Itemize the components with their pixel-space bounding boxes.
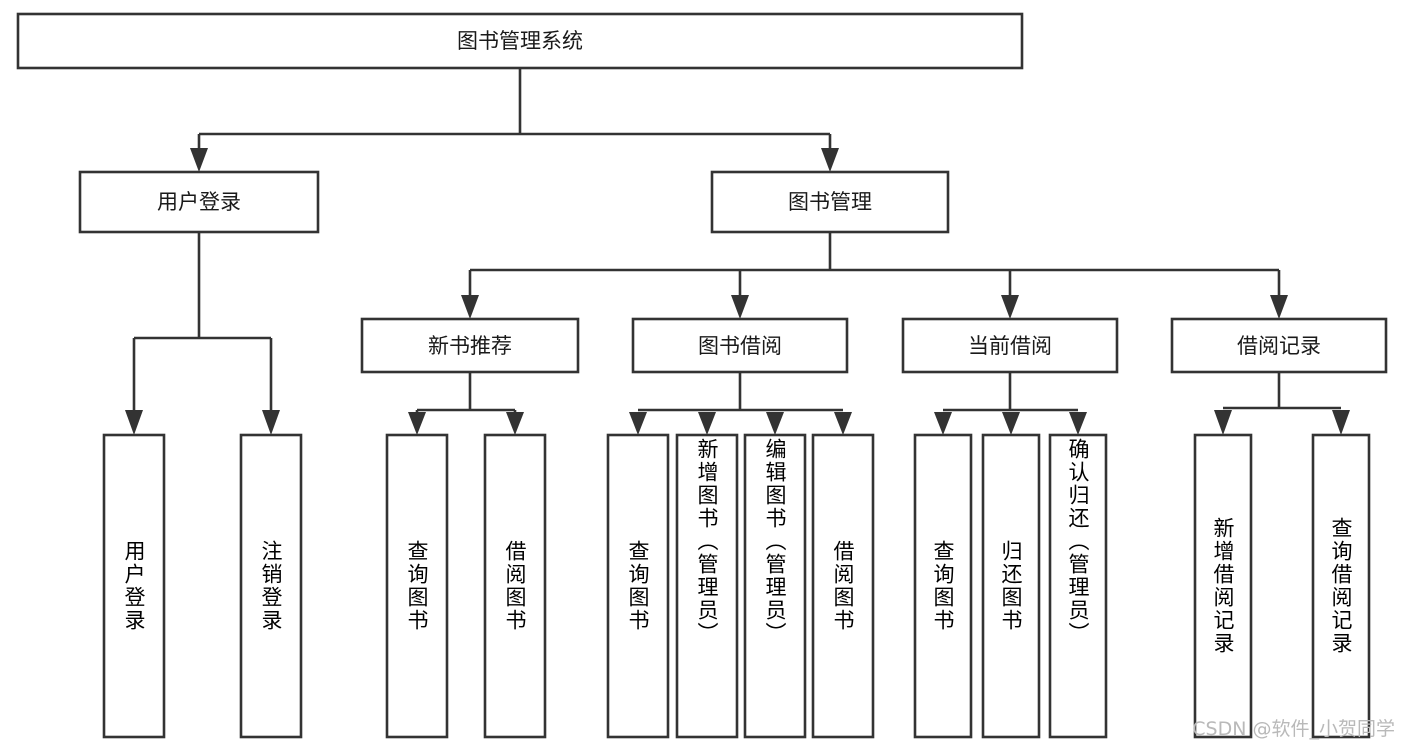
- node-leaf-borrow-book-2-label: 借阅图书: [831, 540, 855, 632]
- node-leaf-query-book-2-box[interactable]: [606, 433, 670, 739]
- arrow-head-leaf-user-login: [125, 410, 143, 435]
- node-leaf-query-book-3[interactable]: [913, 433, 973, 739]
- arrow-head-leaf-confirm-return: [1069, 412, 1087, 435]
- node-leaf-edit-book-label: 编辑图书（管理员）: [763, 438, 787, 645]
- node-leaf-borrow-book-2[interactable]: [811, 433, 875, 739]
- node-leaf-add-book-box[interactable]: [675, 433, 739, 739]
- node-leaf-user-login-box[interactable]: [102, 433, 166, 739]
- node-leaf-borrow-book-1[interactable]: [483, 433, 547, 739]
- node-leaf-query-record[interactable]: [1311, 433, 1371, 739]
- node-leaf-user-logout-label: 注销登录: [259, 540, 283, 632]
- node-current-borrow-box[interactable]: [901, 317, 1119, 374]
- node-leaf-query-book-2[interactable]: [606, 433, 670, 739]
- node-current-borrow[interactable]: 当前借阅: [901, 317, 1119, 374]
- node-leaf-return-book-label: 归还图书: [999, 540, 1023, 632]
- node-root-box[interactable]: [16, 12, 1024, 70]
- arrow-head-borrow-record: [1270, 295, 1288, 319]
- arrow-head-leaf-user-logout: [262, 410, 280, 435]
- node-current-borrow-label: 当前借阅: [968, 334, 1052, 358]
- node-leaf-user-logout[interactable]: [239, 433, 303, 739]
- node-book-borrow[interactable]: 图书借阅: [631, 317, 849, 374]
- arrow-head-user-login: [190, 148, 208, 172]
- node-book-borrow-label: 图书借阅: [698, 334, 782, 358]
- node-leaf-query-book-1-label: 查询图书: [405, 540, 429, 632]
- arrow-head-book-borrow: [731, 295, 749, 319]
- node-user-login-box[interactable]: [78, 170, 320, 234]
- connector-group: [125, 68, 1350, 435]
- node-leaf-query-book-3-box[interactable]: [913, 433, 973, 739]
- node-leaf-query-book-1[interactable]: [385, 433, 449, 739]
- arrow-head-leaf-query-record: [1332, 410, 1350, 435]
- node-leaf-add-book[interactable]: [675, 433, 739, 739]
- node-leaf-borrow-book-2-box[interactable]: [811, 433, 875, 739]
- node-leaf-confirm-return-label: 确认归还（管理员）: [1066, 438, 1090, 645]
- arrow-head-leaf-edit-book: [766, 412, 784, 435]
- arrow-head-new-book-rec: [461, 295, 479, 319]
- arrow-head-leaf-add-record: [1214, 410, 1232, 435]
- node-leaf-query-record-label: 查询借阅记录: [1329, 517, 1353, 655]
- node-leaf-user-login-label: 用户登录: [122, 540, 146, 632]
- node-new-book-rec[interactable]: 新书推荐: [360, 317, 580, 374]
- node-leaf-user-login[interactable]: [102, 433, 166, 739]
- arrow-head-leaf-query-book-1: [408, 412, 426, 435]
- node-leaf-query-record-box[interactable]: [1311, 433, 1371, 739]
- node-borrow-record-box[interactable]: [1170, 317, 1388, 374]
- arrow-head-leaf-add-book: [698, 412, 716, 435]
- node-root-label: 图书管理系统: [457, 29, 583, 53]
- node-leaf-query-book-2-label: 查询图书: [626, 540, 650, 632]
- node-book-manage-box[interactable]: [710, 170, 950, 234]
- node-leaf-edit-book-box[interactable]: [743, 433, 807, 739]
- node-borrow-record[interactable]: 借阅记录: [1170, 317, 1388, 374]
- node-book-manage-label: 图书管理: [788, 190, 872, 214]
- node-borrow-record-label: 借阅记录: [1237, 334, 1321, 358]
- node-group: 图书管理系统 用户登录 图书管理 新书推荐 图书借阅: [16, 12, 1388, 739]
- node-new-book-rec-label: 新书推荐: [428, 334, 512, 358]
- node-leaf-add-record[interactable]: [1193, 433, 1253, 739]
- node-book-manage[interactable]: 图书管理: [710, 170, 950, 234]
- node-leaf-return-book-box[interactable]: [981, 433, 1041, 739]
- node-leaf-return-book[interactable]: [981, 433, 1041, 739]
- node-leaf-confirm-return[interactable]: [1048, 433, 1108, 739]
- arrow-head-leaf-borrow-book-2: [834, 412, 852, 435]
- node-leaf-query-book-3-label: 查询图书: [931, 540, 955, 632]
- arrow-head-leaf-return-book: [1002, 412, 1020, 435]
- node-user-login-label: 用户登录: [157, 190, 241, 214]
- node-leaf-query-book-1-box[interactable]: [385, 433, 449, 739]
- node-user-login[interactable]: 用户登录: [78, 170, 320, 234]
- node-leaf-confirm-return-box[interactable]: [1048, 433, 1108, 739]
- node-root[interactable]: 图书管理系统: [16, 12, 1024, 70]
- node-leaf-add-record-box[interactable]: [1193, 433, 1253, 739]
- node-leaf-add-book-label: 新增图书（管理员）: [695, 438, 719, 645]
- arrow-head-book-manage: [821, 148, 839, 172]
- node-leaf-add-record-label: 新增借阅记录: [1211, 517, 1235, 655]
- arrow-head-leaf-query-book-2: [629, 412, 647, 435]
- arrow-head-leaf-query-book-3: [934, 412, 952, 435]
- node-leaf-borrow-book-1-label: 借阅图书: [503, 540, 527, 632]
- node-leaf-borrow-book-1-box[interactable]: [483, 433, 547, 739]
- node-leaf-edit-book[interactable]: [743, 433, 807, 739]
- node-new-book-rec-box[interactable]: [360, 317, 580, 374]
- arrow-head-current-borrow: [1001, 295, 1019, 319]
- node-leaf-user-logout-box[interactable]: [239, 433, 303, 739]
- vertical-label-group: 用户登录 注销登录 查询图书 借阅图书 查询图书: [122, 438, 1353, 655]
- node-book-borrow-box[interactable]: [631, 317, 849, 374]
- arrow-head-leaf-borrow-book-1: [506, 412, 524, 435]
